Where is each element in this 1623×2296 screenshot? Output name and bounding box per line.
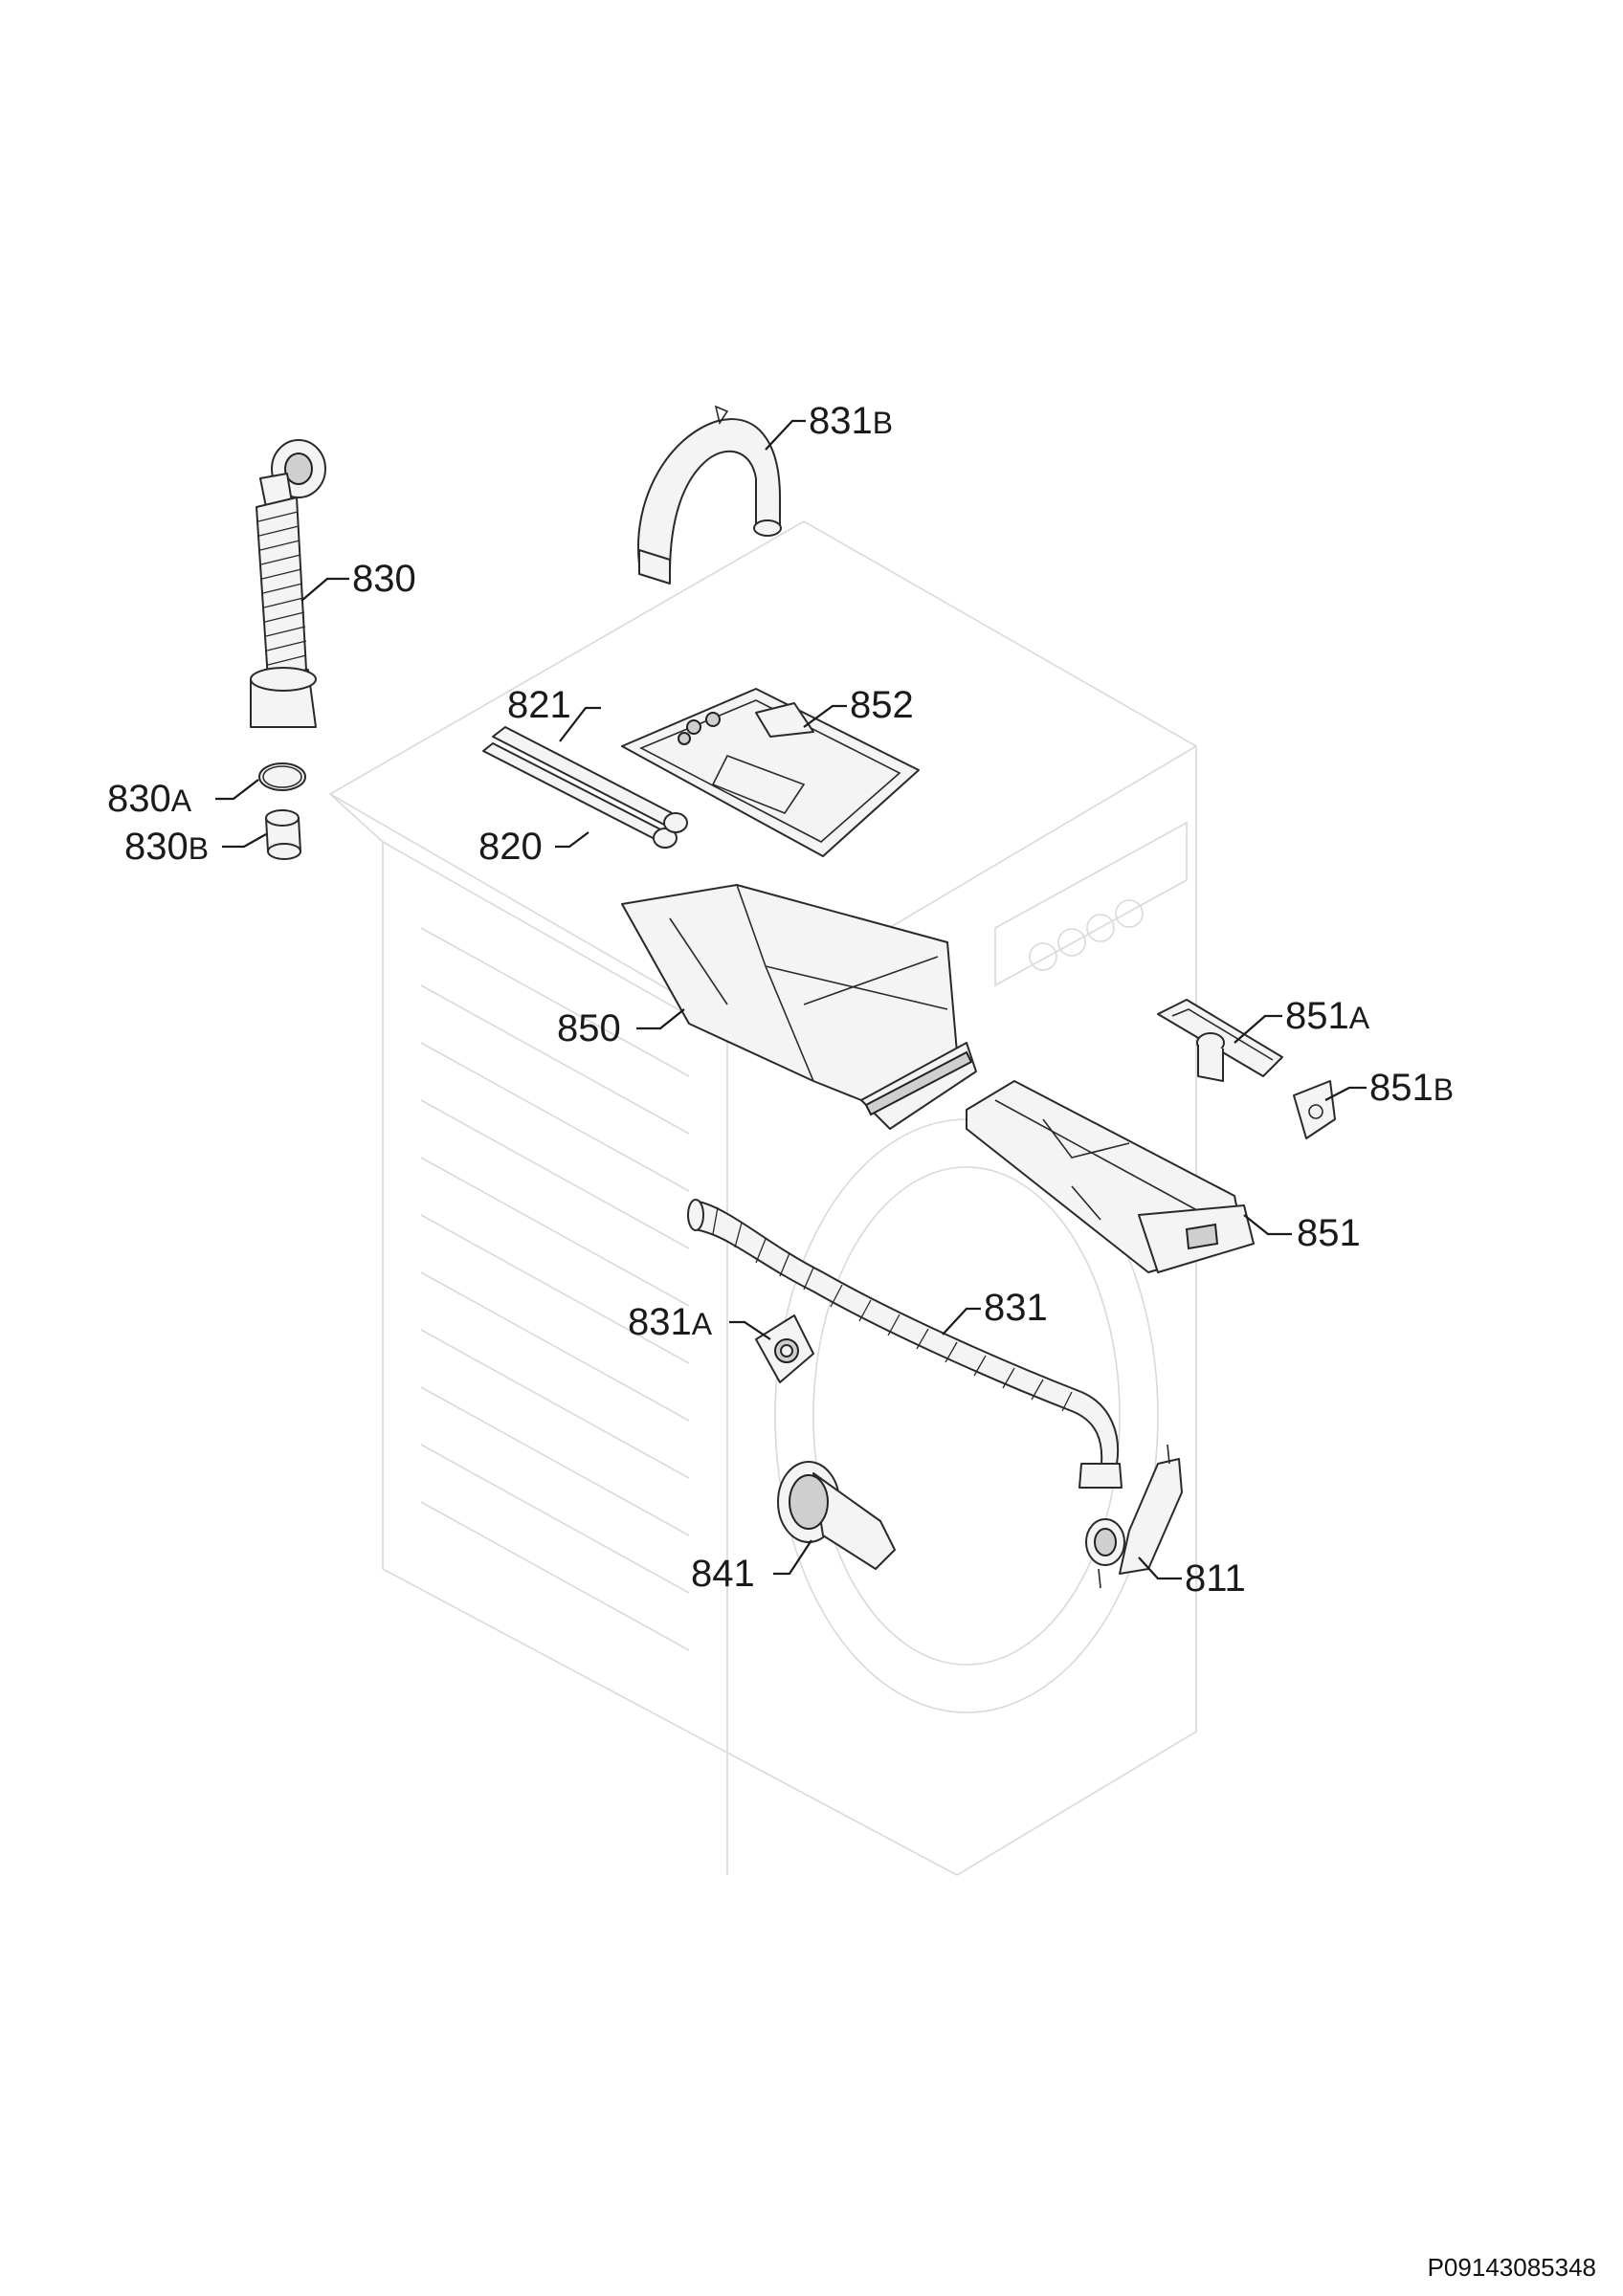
label-852-number: 852	[850, 684, 914, 726]
label-851: 851	[1297, 1212, 1361, 1254]
leader-841	[773, 1539, 812, 1576]
label-831b: 831B	[809, 400, 893, 442]
part-830b-sleeve	[265, 809, 301, 860]
part-831-corrugated-hose	[687, 1199, 1123, 1489]
leader-851	[1243, 1214, 1292, 1236]
leader-820	[555, 831, 589, 849]
label-831: 831	[984, 1287, 1048, 1329]
label-851b-number: 851	[1369, 1067, 1434, 1109]
label-851-number: 851	[1297, 1212, 1361, 1254]
leader-851b	[1324, 1086, 1367, 1101]
label-851a-number: 851	[1285, 995, 1349, 1037]
label-821-number: 821	[507, 684, 571, 726]
leader-830	[300, 577, 349, 602]
label-841-number: 841	[691, 1553, 755, 1595]
label-811: 811	[1185, 1557, 1246, 1600]
part-851a-switch-board	[1157, 999, 1283, 1082]
leader-lines	[215, 419, 1367, 1580]
label-831a-suffix: A	[692, 1307, 713, 1341]
part-831a-connector	[755, 1314, 814, 1383]
cabinet-ghost-outline	[328, 520, 1197, 1876]
label-841: 841	[691, 1553, 755, 1595]
part-852-dispenser-cover	[621, 688, 920, 857]
label-831a: 831A	[628, 1301, 713, 1343]
label-850: 850	[557, 1007, 621, 1049]
control-panel-buttons	[994, 821, 1188, 987]
label-852: 852	[850, 684, 914, 726]
label-831-number: 831	[984, 1287, 1048, 1329]
label-831b-number: 831	[809, 400, 873, 442]
part-811-sump-hose	[1085, 1444, 1183, 1589]
callout-labels: 831B 830 821 852 830A 830B 820 850 851A …	[107, 400, 1454, 1600]
leader-851a	[1234, 1014, 1282, 1044]
part-851b-clip	[1293, 1080, 1336, 1139]
label-831a-number: 831	[628, 1301, 692, 1343]
label-830-number: 830	[352, 558, 416, 600]
label-830a-suffix: A	[171, 784, 192, 818]
leader-830a	[215, 779, 259, 801]
label-830a: 830A	[107, 778, 192, 820]
part-821-pipe	[482, 742, 678, 849]
label-851b: 851B	[1369, 1067, 1454, 1109]
label-811-number: 811	[1185, 1557, 1246, 1600]
label-851a-suffix: A	[1349, 1001, 1370, 1035]
label-851a: 851A	[1285, 995, 1370, 1037]
leader-830b	[222, 833, 267, 849]
part-830-drain-hose	[250, 439, 326, 728]
leader-850	[636, 1008, 685, 1030]
label-850-number: 850	[557, 1007, 621, 1049]
label-820: 820	[478, 826, 543, 868]
label-830b-suffix: B	[189, 831, 209, 866]
label-820-number: 820	[478, 826, 543, 868]
part-820-pipe	[492, 726, 688, 833]
label-830b: 830B	[124, 826, 209, 868]
part-850-dispenser-housing	[621, 884, 977, 1130]
label-831b-suffix: B	[873, 406, 893, 440]
cabinet-vent-slots	[420, 927, 690, 1651]
leader-811	[1138, 1556, 1182, 1580]
leader-831a	[729, 1320, 771, 1340]
part-841-pump-filter	[777, 1461, 896, 1570]
part-851-detergent-drawer	[966, 1080, 1255, 1273]
part-831b-hose-guide	[637, 405, 782, 585]
leader-852	[803, 704, 847, 728]
leader-831	[942, 1307, 981, 1336]
label-830a-number: 830	[107, 778, 171, 820]
label-821: 821	[507, 684, 571, 726]
label-851b-suffix: B	[1434, 1072, 1454, 1107]
leader-831b	[765, 419, 806, 451]
drawing-reference-code: P09143085348	[1427, 2253, 1596, 2282]
part-830a-seal-ring	[258, 762, 306, 791]
label-830b-number: 830	[124, 826, 189, 868]
leader-821	[559, 706, 601, 742]
label-830: 830	[352, 558, 416, 600]
